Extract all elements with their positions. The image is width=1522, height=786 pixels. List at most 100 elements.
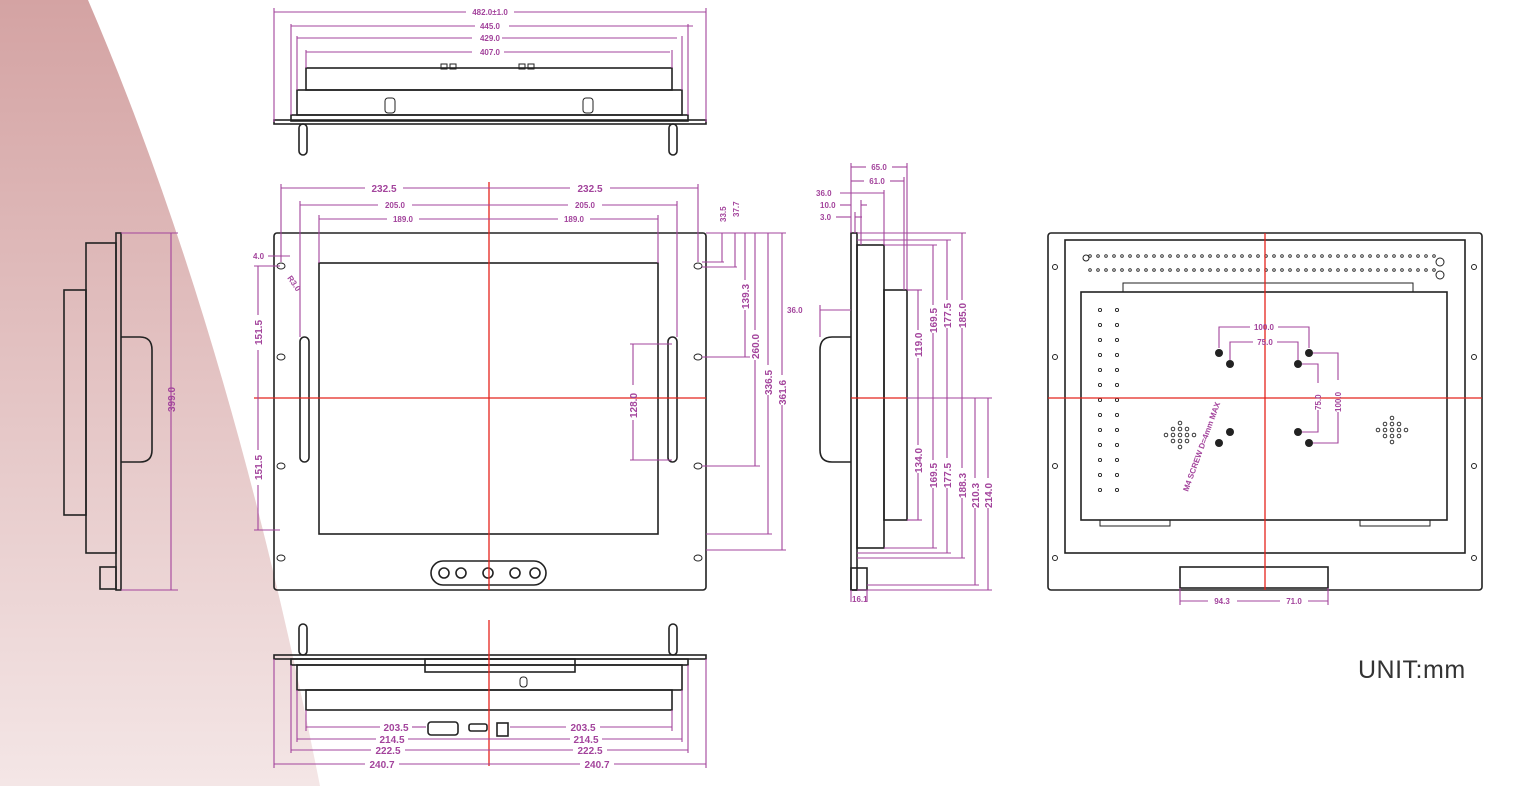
dim-214-right: 214.5 <box>573 735 598 746</box>
panel-dot <box>1376 268 1380 272</box>
dim-vesa-100-v: 100.0 <box>1334 391 1343 412</box>
panel-dot <box>1114 442 1120 448</box>
panel-dot <box>1344 268 1348 272</box>
dim-429: 429.0 <box>480 34 501 43</box>
panel-dot <box>1296 254 1300 258</box>
panel-dot <box>1392 268 1396 272</box>
panel-dot <box>1114 322 1120 328</box>
top-view: 482.0±1.0 445.0 429.0 407.0 <box>273 8 707 156</box>
panel-dot <box>1304 268 1308 272</box>
dim-vesa-75-h: 75.0 <box>1257 338 1273 347</box>
panel-dot <box>1352 254 1356 258</box>
panel-dot <box>1424 254 1428 258</box>
panel-dot <box>1104 268 1108 272</box>
panel-dot <box>1152 254 1156 258</box>
panel-dot <box>1232 268 1236 272</box>
dim-361-6: 361.6 <box>778 380 789 405</box>
panel-dot <box>1400 268 1404 272</box>
panel-dot <box>1114 382 1120 388</box>
panel-dot <box>1248 254 1252 258</box>
dim-205-right: 205.0 <box>575 201 596 210</box>
panel-dot <box>1389 439 1395 445</box>
dim-232-left: 232.5 <box>371 184 396 195</box>
panel-dot <box>1224 254 1228 258</box>
panel-dot <box>1088 268 1092 272</box>
panel-dot <box>1328 254 1332 258</box>
panel-dot <box>1288 254 1292 258</box>
dim-214: 214.0 <box>984 483 995 508</box>
panel-dot <box>1144 254 1148 258</box>
panel-dot <box>1216 254 1220 258</box>
dc-power-jack-icon <box>496 722 509 737</box>
panel-dot <box>1389 415 1395 421</box>
dim-177-5-upper: 177.5 <box>943 303 954 328</box>
panel-dot <box>1382 433 1388 439</box>
panel-dot <box>1114 367 1120 373</box>
osd-button-icon <box>529 567 541 579</box>
panel-dot <box>1256 254 1260 258</box>
dim-119: 119.0 <box>914 332 925 357</box>
back-panel-dots <box>1088 254 1436 493</box>
dim-445: 445.0 <box>480 22 501 31</box>
panel-dot <box>1400 254 1404 258</box>
panel-dot <box>1416 268 1420 272</box>
panel-dot <box>1389 427 1395 433</box>
screw-note: M4 SCREW D=4mm MAX <box>1181 400 1222 492</box>
dim-260: 260.0 <box>751 334 762 359</box>
panel-dot <box>1097 307 1103 313</box>
panel-dot <box>1104 254 1108 258</box>
panel-dot <box>1096 268 1100 272</box>
panel-dot <box>1120 254 1124 258</box>
dim-36-top: 36.0 <box>816 189 832 198</box>
dim-336-5: 336.5 <box>764 370 775 395</box>
dim-214-left: 214.5 <box>379 735 404 746</box>
dim-185: 185.0 <box>958 303 969 328</box>
panel-dot <box>1416 254 1420 258</box>
panel-dot <box>1389 421 1395 427</box>
dim-203-left: 203.5 <box>383 723 408 734</box>
panel-dot <box>1336 268 1340 272</box>
panel-dot <box>1096 254 1100 258</box>
panel-dot <box>1328 268 1332 272</box>
osd-button-icon <box>509 567 521 579</box>
dim-3: 3.0 <box>820 213 832 222</box>
dim-handle-128: 128.0 <box>629 393 640 418</box>
panel-dot <box>1160 254 1164 258</box>
panel-dot <box>1097 322 1103 328</box>
dim-232-right: 232.5 <box>577 184 602 195</box>
power-button-icon <box>482 567 494 579</box>
panel-dot <box>1382 421 1388 427</box>
dim-189-right: 189.0 <box>564 215 585 224</box>
panel-dot <box>1097 382 1103 388</box>
panel-dot <box>1097 397 1103 403</box>
vesa-holes <box>1215 349 1313 447</box>
dim-188-3: 188.3 <box>958 473 969 498</box>
panel-dot <box>1184 438 1190 444</box>
dim-134: 134.0 <box>914 448 925 473</box>
panel-dot <box>1177 438 1183 444</box>
panel-dot <box>1396 421 1402 427</box>
panel-dot <box>1240 254 1244 258</box>
panel-dot <box>1097 457 1103 463</box>
panel-dot <box>1360 268 1364 272</box>
dim-151-top: 151.5 <box>254 320 265 345</box>
dim-169-5-lower: 169.5 <box>929 463 940 488</box>
panel-dot <box>1097 337 1103 343</box>
dim-61: 61.0 <box>869 177 885 186</box>
panel-dot <box>1184 268 1188 272</box>
panel-dot <box>1208 268 1212 272</box>
dim-edge-4: 4.0 <box>253 252 265 261</box>
panel-dot <box>1120 268 1124 272</box>
back-view: 100.0 75.0 75.0 100.0 M4 SCREW D=4mm MAX… <box>1047 232 1483 606</box>
panel-dot <box>1200 268 1204 272</box>
panel-dot <box>1396 433 1402 439</box>
panel-dot <box>1280 268 1284 272</box>
panel-dot <box>1160 268 1164 272</box>
panel-dot <box>1114 472 1120 478</box>
dim-189-left: 189.0 <box>393 215 414 224</box>
left-side-view: 399.0 <box>63 232 178 591</box>
panel-dot <box>1176 254 1180 258</box>
panel-dot <box>1184 254 1188 258</box>
dim-407: 407.0 <box>480 48 501 57</box>
panel-dot <box>1320 254 1324 258</box>
